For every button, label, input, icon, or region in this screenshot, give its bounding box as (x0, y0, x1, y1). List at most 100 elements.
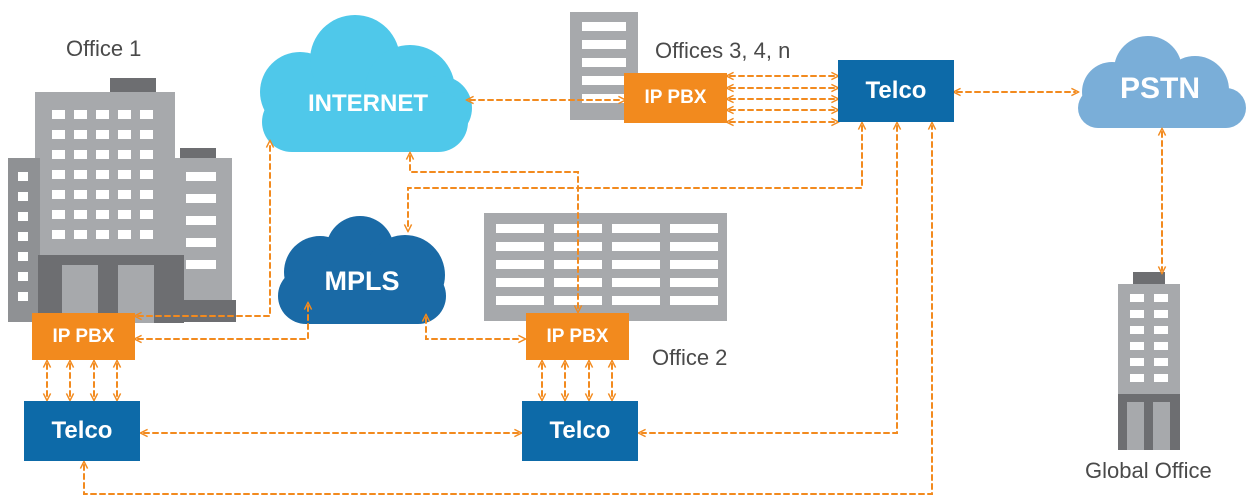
window (140, 170, 153, 179)
window (1130, 294, 1144, 302)
window (496, 260, 544, 269)
window (186, 172, 216, 181)
window (582, 40, 626, 49)
window (118, 150, 131, 159)
window (1154, 358, 1168, 366)
window (18, 192, 28, 201)
window (118, 110, 131, 119)
window (1154, 310, 1168, 318)
window (18, 172, 28, 181)
pstn-cloud (1078, 36, 1246, 128)
window (118, 170, 131, 179)
internet-cloud (260, 15, 472, 152)
window (52, 170, 65, 179)
window (582, 94, 626, 103)
window (118, 190, 131, 199)
window (74, 170, 87, 179)
window (96, 190, 109, 199)
window (74, 210, 87, 219)
window (612, 242, 660, 251)
window (118, 130, 131, 139)
window (140, 110, 153, 119)
window (670, 224, 718, 233)
office2-building (484, 213, 727, 321)
window (18, 292, 28, 301)
office1-label: Office 1 (66, 36, 142, 61)
window (670, 242, 718, 251)
global-office-label: Global Office (1085, 458, 1212, 483)
window (52, 110, 65, 119)
window (670, 278, 718, 287)
ip-pbx-offices3: IP PBX (624, 73, 727, 123)
window (52, 130, 65, 139)
window (52, 190, 65, 199)
window (74, 130, 87, 139)
window (496, 224, 544, 233)
window (74, 110, 87, 119)
window (1154, 374, 1168, 382)
window (496, 278, 544, 287)
window (1154, 294, 1168, 302)
telco-offices3: Telco (838, 60, 954, 122)
office1-building (8, 78, 236, 323)
internet-label: INTERNET (308, 90, 428, 117)
connector-telco1-telco3 (84, 126, 932, 495)
window (140, 210, 153, 219)
window (582, 22, 626, 31)
window (96, 130, 109, 139)
window (96, 170, 109, 179)
telco-office1: Telco (24, 401, 140, 461)
window (118, 230, 131, 239)
connection-lines (47, 76, 1162, 495)
window (186, 194, 216, 203)
window (186, 238, 216, 247)
window (496, 242, 544, 251)
window (612, 224, 660, 233)
telco-office2: Telco (522, 401, 638, 461)
window (96, 150, 109, 159)
ip-pbx-office2: IP PBX (526, 313, 629, 360)
office2-label: Office 2 (652, 345, 728, 370)
offices3-label: Offices 3, 4, n (655, 38, 791, 63)
window (52, 150, 65, 159)
window (670, 296, 718, 305)
window (186, 260, 216, 269)
window (140, 190, 153, 199)
window (52, 210, 65, 219)
window (96, 110, 109, 119)
window (186, 216, 216, 225)
global-office-building (1118, 272, 1180, 450)
window (582, 58, 626, 67)
window (74, 190, 87, 199)
mpls-label: MPLS (324, 266, 400, 296)
window (74, 150, 87, 159)
window (140, 130, 153, 139)
window (1130, 358, 1144, 366)
window (74, 230, 87, 239)
window (140, 230, 153, 239)
connector-mpls-pbx2 (426, 318, 522, 339)
window (18, 232, 28, 241)
connector-telco3-mpls (408, 126, 862, 228)
window (496, 296, 544, 305)
window (1130, 374, 1144, 382)
window (96, 210, 109, 219)
window (612, 296, 660, 305)
window (1154, 326, 1168, 334)
window (1130, 310, 1144, 318)
window (96, 230, 109, 239)
window (612, 278, 660, 287)
window (18, 272, 28, 281)
window (140, 150, 153, 159)
window (18, 212, 28, 221)
window (118, 210, 131, 219)
window (1130, 326, 1144, 334)
window (18, 252, 28, 261)
window (1130, 342, 1144, 350)
window (1154, 342, 1168, 350)
window (52, 230, 65, 239)
window (670, 260, 718, 269)
window (612, 260, 660, 269)
